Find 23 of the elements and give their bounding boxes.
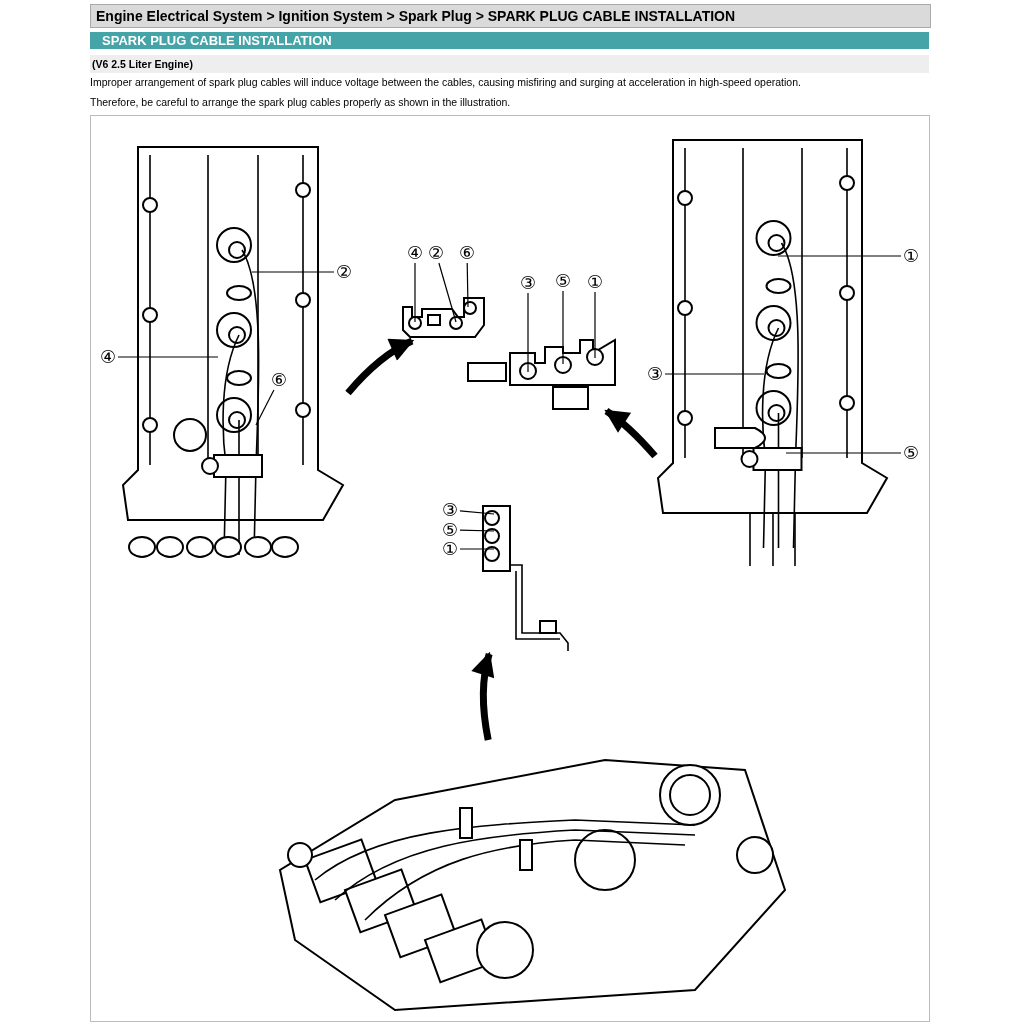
arrow [471, 651, 495, 741]
arrow [345, 337, 415, 396]
callout-number: ② [426, 243, 446, 263]
callout-number: ③ [440, 500, 460, 520]
callout-number: ⑥ [457, 243, 477, 263]
paragraph: Therefore, be careful to arrange the spark plug cables properly as shown in the illustration. [90, 96, 511, 108]
callout-number: ① [440, 539, 460, 559]
callout-number: ④ [405, 243, 425, 263]
callout-number: ③ [518, 273, 538, 293]
callout-number: ② [334, 262, 354, 282]
callout-number: ① [901, 246, 921, 266]
callout-number: ⑤ [901, 443, 921, 463]
breadcrumb-heading: Engine Electrical System > Ignition System > Spark Plug > SPARK PLUG CABLE INSTALLATION [90, 4, 931, 28]
callout-number: ⑤ [553, 271, 573, 291]
callout-number: ③ [645, 364, 665, 384]
paragraph: Improper arrangement of spark plug cables will induce voltage between the cables, causing misfiring and surging at acceleration in high-speed operation. [90, 76, 801, 88]
callout-number: ⑥ [269, 370, 289, 390]
callout-number: ① [585, 272, 605, 292]
subheading: (V6 2.5 Liter Engine) [90, 55, 929, 73]
callout-number: ④ [98, 347, 118, 367]
arrow [604, 408, 658, 459]
section-heading-bar: SPARK PLUG CABLE INSTALLATION [90, 32, 929, 49]
callout-number: ⑤ [440, 520, 460, 540]
